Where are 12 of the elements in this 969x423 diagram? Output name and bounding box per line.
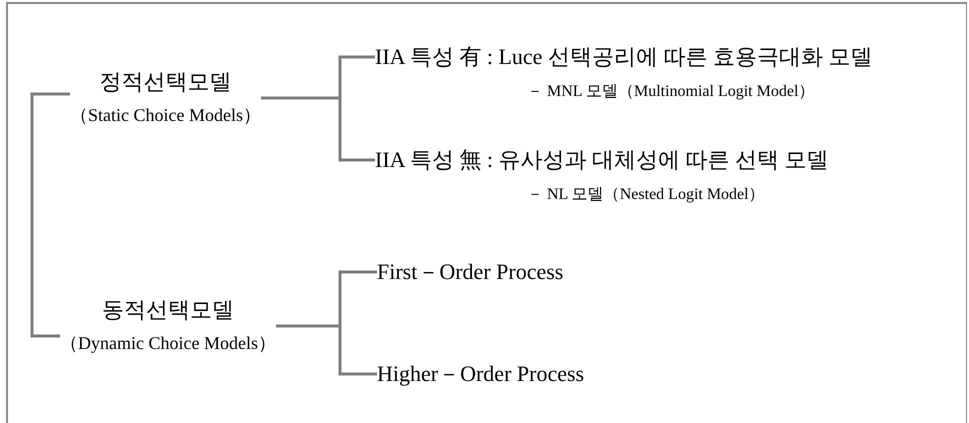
branch-text: Higher－Order Process (377, 360, 584, 388)
branch-text: First－Order Process (377, 258, 564, 286)
model-subtitle: （Static Choice Models） (70, 104, 261, 127)
bracket-connector (30, 92, 70, 338)
branch-subtext: － NL 모델（Nested Logit Model） (527, 185, 765, 205)
bracket-connector (276, 324, 377, 376)
branch-text: IIA 특성 有 : Luce 선택공리에 따른 효용극대화 모델 (375, 43, 872, 71)
model-subtitle: （Dynamic Choice Models） (60, 332, 276, 355)
model-title: 정적선택모델 (99, 68, 232, 96)
branch-text: IIA 특성 無 : 유사성과 대체성에 따른 선택 모델 (375, 146, 828, 174)
branch-subtext: － MNL 모델（Multinomial Logit Model） (527, 82, 814, 102)
model-title: 동적선택모델 (102, 296, 234, 324)
